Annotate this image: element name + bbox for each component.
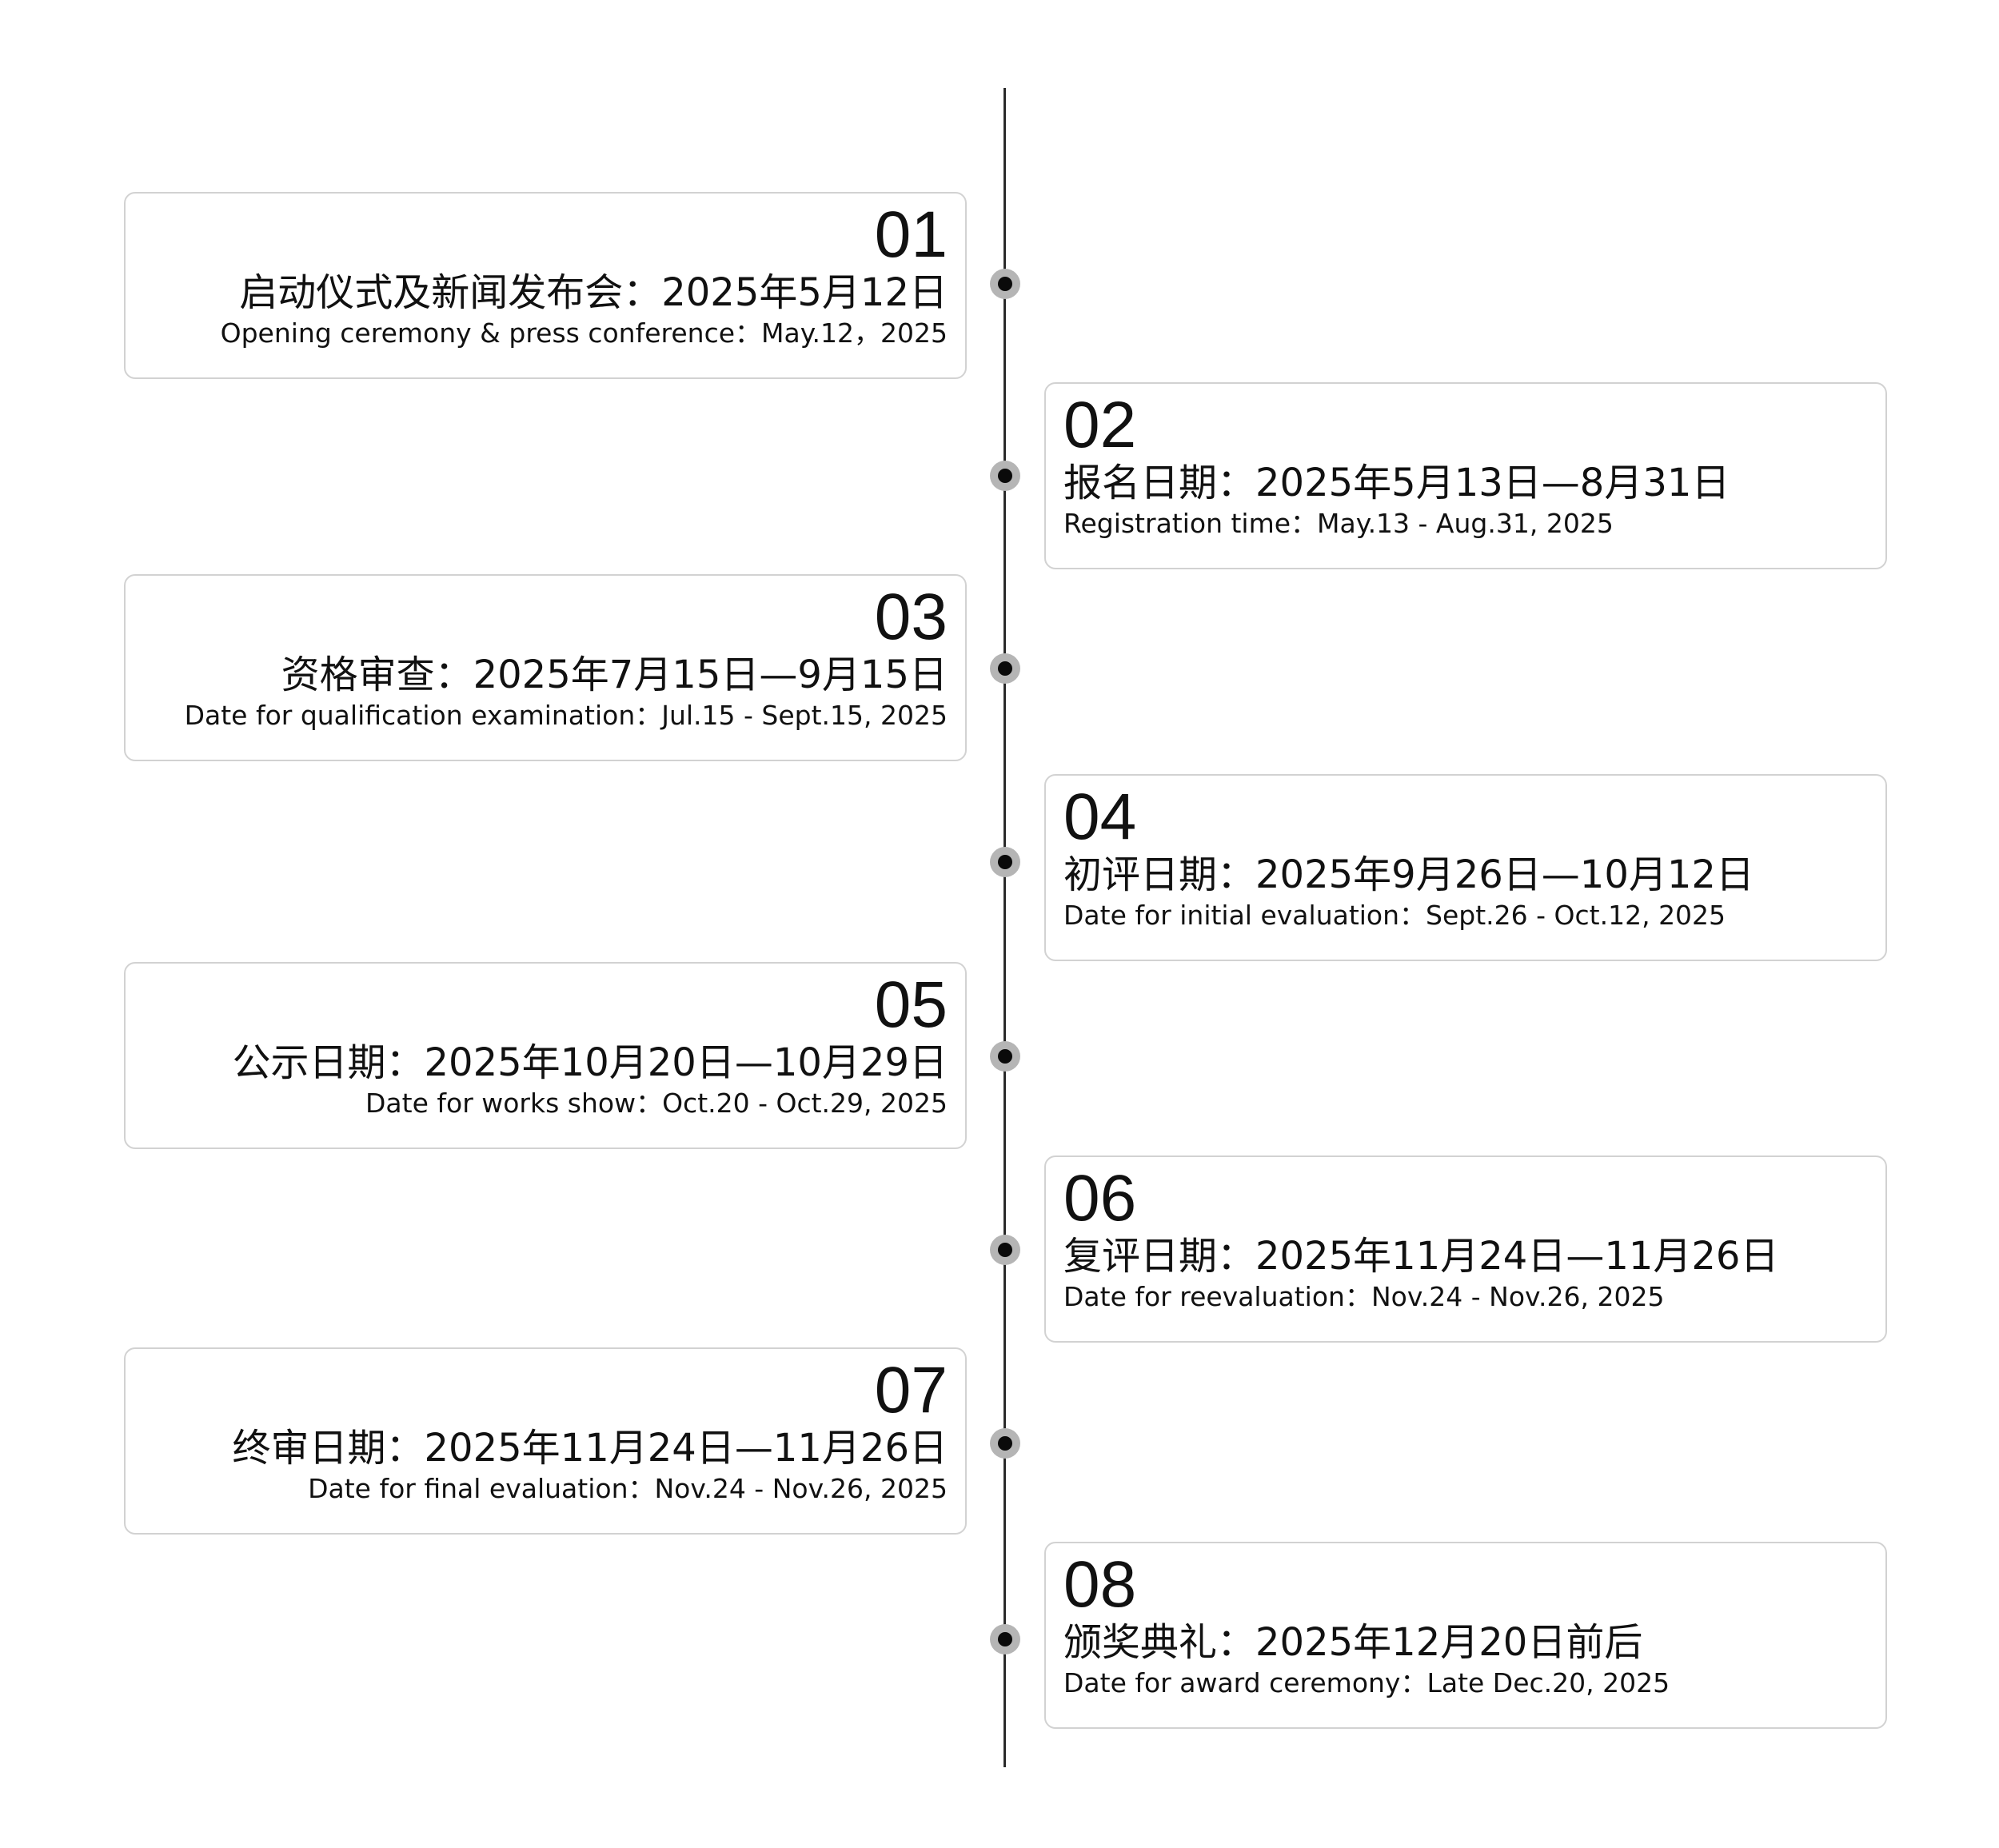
node-dot-icon bbox=[998, 1243, 1012, 1257]
card-title: 报名日期：2025年5月13日—8月31日 bbox=[1063, 461, 1730, 505]
card-title: 公示日期：2025年10月20日—10月29日 bbox=[232, 1040, 948, 1085]
card-title: 颁奖典礼：2025年12月20日前后 bbox=[1063, 1620, 1643, 1665]
card-number: 01 bbox=[874, 198, 948, 271]
timeline-node-07 bbox=[990, 1428, 1020, 1459]
card-number: 07 bbox=[874, 1354, 948, 1427]
card-subtitle: Date for qualification examination：Jul.1… bbox=[184, 700, 948, 731]
node-dot-icon bbox=[998, 1049, 1012, 1064]
timeline-card-04: 04 初评日期：2025年9月26日—10月12日 Date for initi… bbox=[1044, 774, 1887, 961]
card-number: 04 bbox=[1063, 780, 1137, 853]
timeline-node-06 bbox=[990, 1235, 1020, 1265]
card-subtitle: Date for final evaluation：Nov.24 - Nov.2… bbox=[308, 1473, 948, 1504]
node-dot-icon bbox=[998, 1632, 1012, 1646]
timeline-card-07: 07 终审日期：2025年11月24日—11月26日 Date for fina… bbox=[124, 1347, 967, 1535]
node-dot-icon bbox=[998, 469, 1012, 483]
timeline-card-03: 03 资格审查：2025年7月15日—9月15日 Date for qualif… bbox=[124, 574, 967, 761]
timeline-node-03 bbox=[990, 653, 1020, 684]
timeline-card-02: 02 报名日期：2025年5月13日—8月31日 Registration ti… bbox=[1044, 382, 1887, 569]
card-title: 终审日期：2025年11月24日—11月26日 bbox=[232, 1426, 948, 1471]
timeline-node-05 bbox=[990, 1041, 1020, 1072]
timeline-node-04 bbox=[990, 847, 1020, 877]
timeline-card-05: 05 公示日期：2025年10月20日—10月29日 Date for work… bbox=[124, 962, 967, 1149]
card-title: 资格审查：2025年7月15日—9月15日 bbox=[281, 653, 948, 697]
timeline-node-08 bbox=[990, 1624, 1020, 1654]
card-number: 08 bbox=[1063, 1548, 1137, 1621]
card-number: 02 bbox=[1063, 389, 1137, 461]
card-subtitle: Registration time：May.13 - Aug.31, 2025 bbox=[1063, 508, 1614, 539]
timeline-node-01 bbox=[990, 269, 1020, 299]
timeline-card-06: 06 复评日期：2025年11月24日—11月26日 Date for reev… bbox=[1044, 1155, 1887, 1343]
timeline-node-02 bbox=[990, 461, 1020, 491]
node-dot-icon bbox=[998, 277, 1012, 291]
card-number: 06 bbox=[1063, 1162, 1137, 1235]
card-subtitle: Opening ceremony & press conference：May.… bbox=[220, 317, 948, 349]
card-subtitle: Date for works show：Oct.20 - Oct.29, 202… bbox=[365, 1088, 948, 1119]
card-title: 复评日期：2025年11月24日—11月26日 bbox=[1063, 1234, 1779, 1279]
node-dot-icon bbox=[998, 855, 1012, 869]
node-dot-icon bbox=[998, 1436, 1012, 1451]
card-number: 05 bbox=[874, 968, 948, 1041]
card-title: 初评日期：2025年9月26日—10月12日 bbox=[1063, 852, 1754, 897]
card-subtitle: Date for initial evaluation：Sept.26 - Oc… bbox=[1063, 900, 1726, 931]
node-dot-icon bbox=[998, 661, 1012, 676]
card-subtitle: Date for reevaluation：Nov.24 - Nov.26, 2… bbox=[1063, 1281, 1665, 1312]
timeline-card-08: 08 颁奖典礼：2025年12月20日前后 Date for award cer… bbox=[1044, 1542, 1887, 1729]
timeline-line bbox=[1003, 88, 1006, 1767]
card-title: 启动仪式及新闻发布会：2025年5月12日 bbox=[239, 270, 948, 315]
card-number: 03 bbox=[874, 581, 948, 653]
card-subtitle: Date for award ceremony：Late Dec.20, 202… bbox=[1063, 1667, 1670, 1698]
timeline-card-01: 01 启动仪式及新闻发布会：2025年5月12日 Opening ceremon… bbox=[124, 192, 967, 379]
